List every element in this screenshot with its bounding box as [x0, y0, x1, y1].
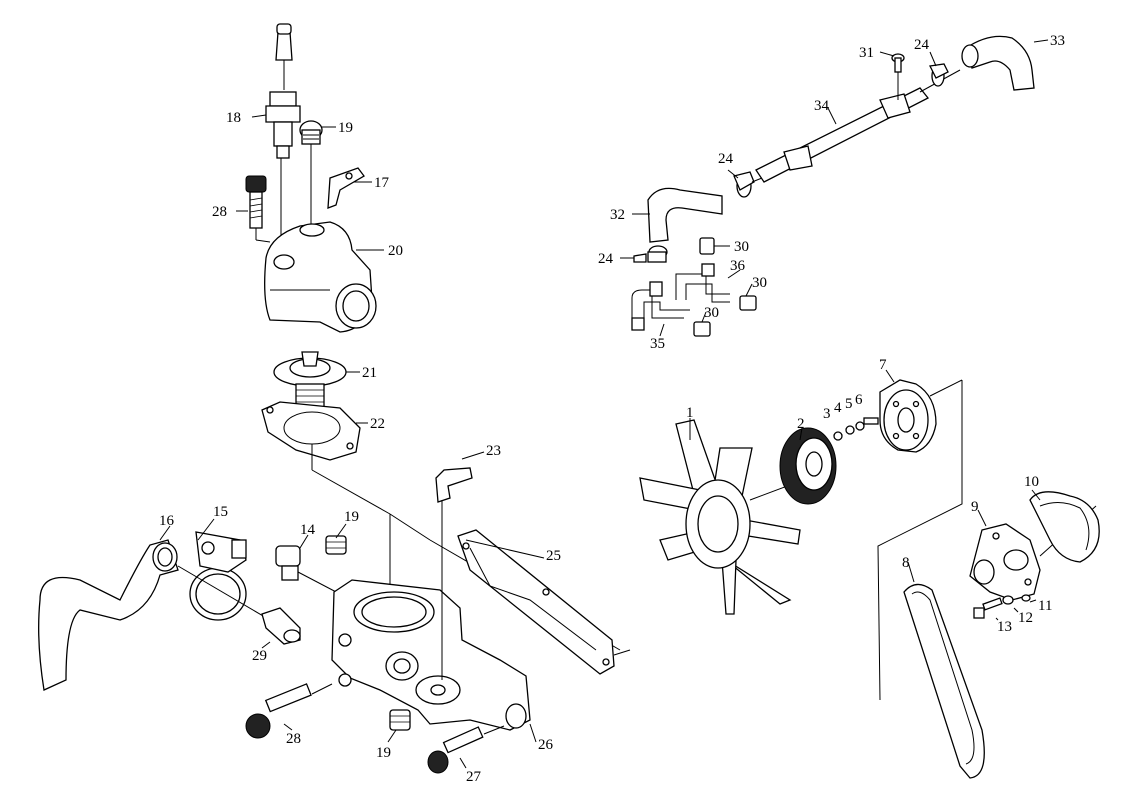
plug-part-19-mid	[325, 535, 347, 555]
callout-13: 13	[997, 619, 1012, 635]
callout-4: 4	[834, 400, 842, 416]
callout-30-right: 30	[752, 275, 767, 291]
callout-33: 33	[1050, 33, 1065, 49]
water-inlet-housing-part-26	[331, 579, 531, 731]
callout-18: 18	[226, 110, 241, 126]
gasket-part-25	[457, 529, 631, 675]
bolt-part-27	[427, 725, 505, 774]
clamp-part-24-a	[929, 63, 949, 87]
callout-14: 14	[300, 522, 316, 538]
clamp-part-24-c	[633, 245, 668, 263]
drive-belt-part-8	[903, 583, 985, 779]
callout-19-top: 19	[338, 120, 353, 136]
bracket-part-17	[327, 167, 365, 209]
clamp-part-24-b	[733, 171, 763, 198]
hose-part-32	[647, 187, 723, 243]
callout-19-mid: 19	[344, 509, 359, 525]
callout-20: 20	[388, 243, 403, 259]
callout-19-bottom: 19	[376, 745, 391, 761]
hose-part-33	[961, 35, 1035, 91]
callout-28-top: 28	[212, 204, 227, 220]
leader-lines	[159, 39, 1049, 769]
callout-25: 25	[546, 548, 561, 564]
callout-15: 15	[213, 504, 228, 520]
sleeve-part-29	[261, 607, 301, 645]
callout-35: 35	[650, 336, 665, 352]
callout-6: 6	[855, 392, 863, 408]
callout-8: 8	[902, 555, 910, 571]
pipe-part-35	[631, 281, 690, 331]
callout-24-mid: 24	[718, 151, 734, 167]
bolt-part-13	[973, 597, 1003, 619]
bolt-part-28-bottom	[245, 683, 333, 739]
fan-clutch-part-2	[779, 427, 837, 505]
callout-5: 5	[845, 396, 853, 412]
callout-2: 2	[797, 416, 805, 432]
callout-9: 9	[971, 499, 979, 515]
callout-29: 29	[252, 648, 267, 664]
plug-part-19-bottom	[389, 709, 411, 731]
clamp-part-15	[177, 531, 271, 621]
callout-34: 34	[814, 98, 830, 114]
callout-36: 36	[730, 258, 746, 274]
bolt-part-28-top	[245, 175, 271, 243]
callout-26: 26	[538, 737, 554, 753]
thermostat-part-21	[273, 351, 347, 411]
callout-21: 21	[362, 365, 377, 381]
callout-16: 16	[159, 513, 175, 529]
callout-23: 23	[486, 443, 501, 459]
callout-12: 12	[1018, 610, 1033, 626]
pipe-part-23	[435, 467, 473, 680]
pipe-part-36	[675, 263, 730, 303]
cap-part-30-c	[693, 321, 711, 337]
washer-part-11	[1021, 594, 1031, 602]
bolt-part-31	[891, 53, 905, 100]
plug-part-14	[275, 545, 341, 595]
callout-10: 10	[1024, 474, 1039, 490]
callout-31: 31	[859, 45, 874, 61]
callout-labels: 1 2 3 4 5 6 7 8 9 10 11 12 13 14 15 16 1…	[159, 33, 1065, 785]
gasket-part-22	[261, 401, 361, 470]
hose-part-16	[38, 539, 179, 691]
hardware-parts-3-6	[833, 417, 879, 441]
callout-27: 27	[466, 769, 482, 785]
cap-part-30-a	[699, 237, 715, 255]
callout-30-bottom: 30	[704, 305, 719, 321]
callout-7: 7	[879, 357, 887, 373]
callout-22: 22	[370, 416, 385, 432]
thermostat-housing-part-20	[264, 221, 377, 333]
cap-part-30-b	[739, 295, 757, 311]
callout-30-top: 30	[734, 239, 749, 255]
pulley-part-7	[879, 379, 937, 453]
plug-part-19-top	[299, 120, 323, 230]
callout-1: 1	[686, 405, 694, 421]
callout-24-left: 24	[598, 251, 614, 267]
callout-3: 3	[823, 406, 831, 422]
washer-part-12	[1002, 595, 1014, 605]
gasket-part-10	[1029, 491, 1100, 563]
temperature-sender-part	[265, 23, 301, 265]
callout-11: 11	[1038, 598, 1052, 614]
callout-24-top: 24	[914, 37, 930, 53]
pipe-part-34	[755, 69, 961, 183]
callout-32: 32	[610, 207, 625, 223]
callout-28-bottom: 28	[286, 731, 301, 747]
fan-part-1	[639, 419, 831, 615]
callout-17: 17	[374, 175, 390, 191]
